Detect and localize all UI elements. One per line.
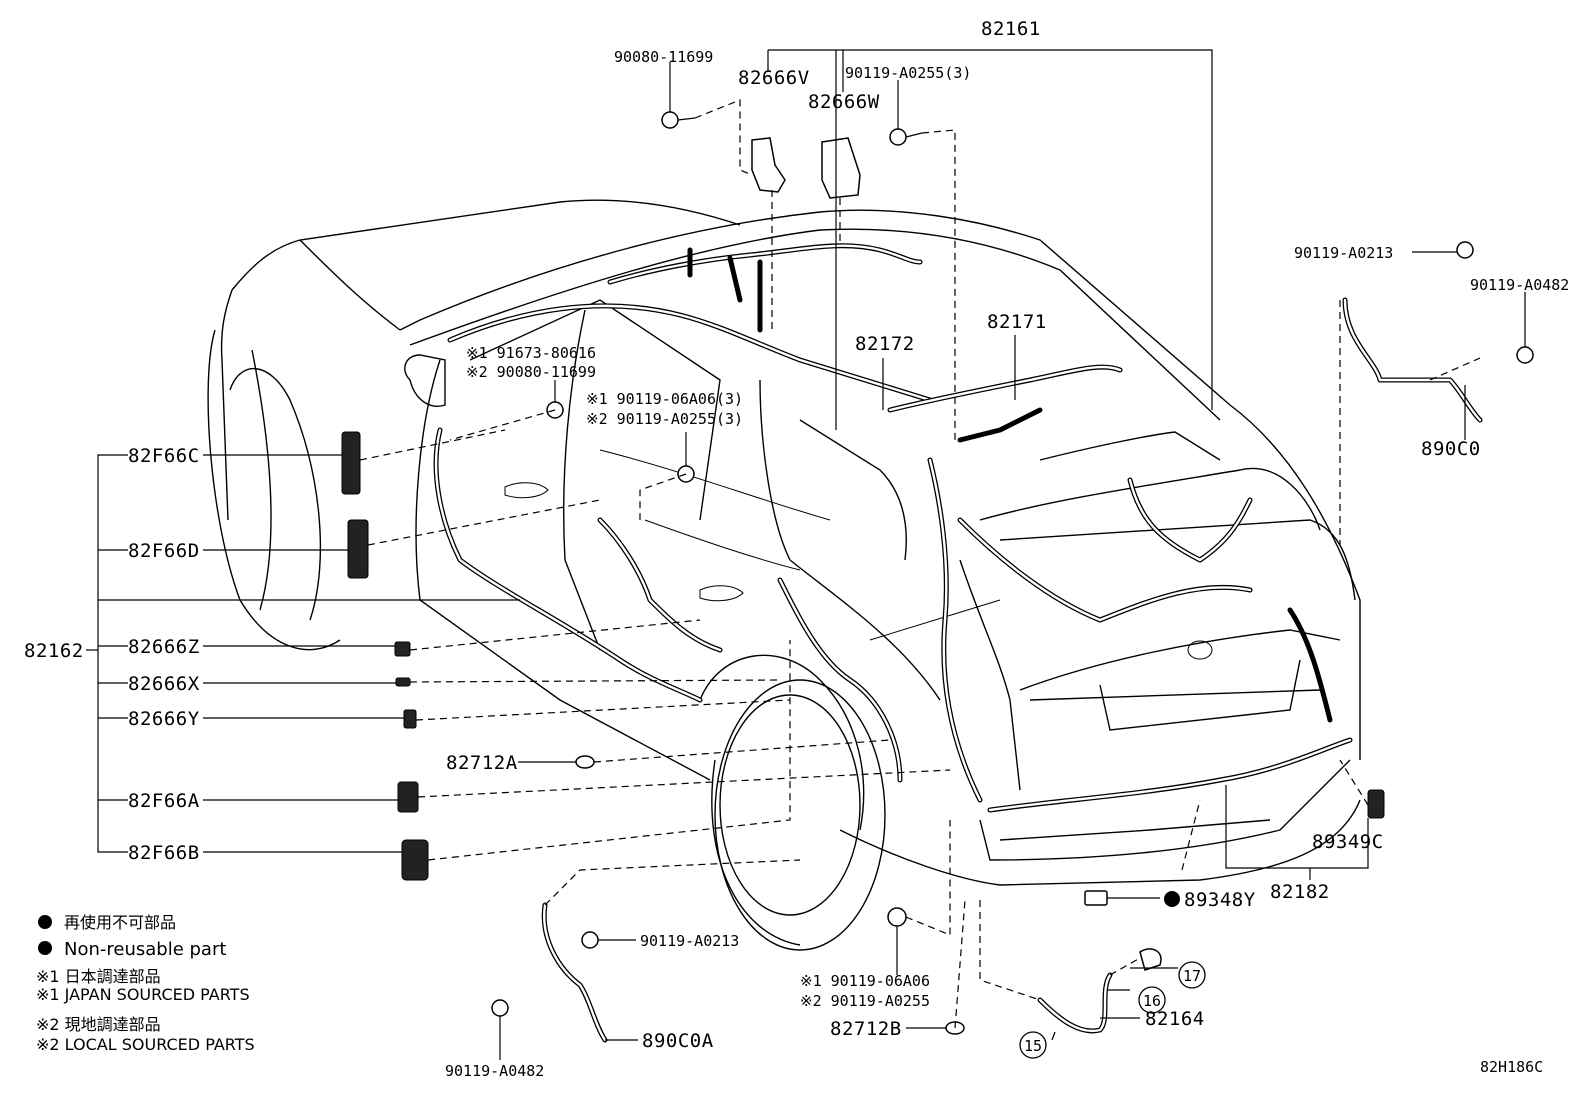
label-89349C: 89349C bbox=[1312, 831, 1384, 853]
legend-bullet-en bbox=[38, 941, 52, 955]
clip-82666X bbox=[395, 677, 411, 687]
legend-jp-japan-sourced: ※1 日本調達部品 bbox=[36, 967, 161, 986]
label-90119-A0482-bot: 90119-A0482 bbox=[445, 1062, 544, 1080]
non-reusable-marker bbox=[1164, 891, 1180, 907]
label-note1-91673-80616: ※1 91673-80616 bbox=[466, 344, 596, 362]
legend-bullet-jp bbox=[38, 915, 52, 929]
callout-circle-16 bbox=[1138, 986, 1166, 1014]
label-82F66D: 82F66D bbox=[128, 540, 200, 562]
label-note2-90119-A0255-3: ※2 90119-A0255(3) bbox=[586, 410, 743, 428]
label-82F66C: 82F66C bbox=[128, 445, 200, 467]
label-82666X: 82666X bbox=[128, 673, 200, 695]
component-parts bbox=[341, 111, 1534, 1043]
label-90119-A0482-top: 90119-A0482 bbox=[1470, 276, 1569, 294]
bolt-90119-A0255-top bbox=[889, 128, 923, 146]
roof-harness-82171 bbox=[887, 364, 1123, 443]
callout-circle-15 bbox=[1019, 1031, 1047, 1059]
bumper-harness-82182 bbox=[987, 737, 1353, 813]
label-90119-A0213-top: 90119-A0213 bbox=[1294, 244, 1393, 262]
label-82666Y: 82666Y bbox=[128, 708, 200, 730]
label-note1-90119-06A06: ※1 90119-06A06 bbox=[800, 972, 930, 990]
label-82F66B: 82F66B bbox=[128, 842, 200, 864]
label-890C0: 890C0 bbox=[1421, 438, 1481, 460]
label-90080-11699-top: 90080-11699 bbox=[614, 48, 713, 66]
label-82666W: 82666W bbox=[808, 91, 880, 113]
clip-82666Y bbox=[403, 709, 417, 729]
label-82712A: 82712A bbox=[446, 752, 518, 774]
label-89348Y: 89348Y bbox=[1184, 889, 1256, 911]
label-90119-A0255-3-top: 90119-A0255(3) bbox=[845, 64, 971, 82]
dashed-leader-lines bbox=[359, 99, 1481, 1029]
legend: 再使用不可部品 Non-reusable part ※1 日本調達部品 ※1 J… bbox=[36, 913, 255, 1054]
label-note2-90119-A0255: ※2 90119-A0255 bbox=[800, 992, 930, 1010]
callout-circle-17 bbox=[1178, 961, 1206, 989]
roof-harness-82161 bbox=[447, 243, 933, 403]
rear-harness-82172 bbox=[927, 457, 1333, 803]
part-89349C bbox=[1367, 789, 1385, 819]
clip-82666Z bbox=[394, 641, 411, 657]
label-82164: 82164 bbox=[1145, 1008, 1205, 1030]
label-82712B: 82712B bbox=[830, 1018, 902, 1040]
legend-en-local-sourced: ※2 LOCAL SOURCED PARTS bbox=[36, 1035, 255, 1054]
label-82182: 82182 bbox=[1270, 881, 1330, 903]
grommet-82712A bbox=[575, 755, 595, 769]
legend-en-nonreusable: Non-reusable part bbox=[64, 939, 226, 960]
clip-82F66C bbox=[341, 431, 361, 495]
label-890C0A: 890C0A bbox=[642, 1030, 714, 1052]
legend-jp-local-sourced: ※2 現地調達部品 bbox=[36, 1015, 161, 1034]
label-82666Z: 82666Z bbox=[128, 636, 200, 658]
clip-82F66A bbox=[397, 781, 419, 813]
label-note1-90119-06A06-3: ※1 90119-06A06(3) bbox=[586, 390, 743, 408]
bracket-82666V bbox=[751, 137, 786, 193]
clip-82F66D bbox=[347, 519, 369, 579]
bracket-82666W bbox=[821, 137, 861, 199]
part-labels: 82161 90080-11699 82666V 90119-A0255(3) … bbox=[24, 18, 1569, 1080]
part-89348Y bbox=[1084, 890, 1108, 906]
label-callout-16: 16 bbox=[1143, 992, 1161, 1010]
label-82172: 82172 bbox=[855, 333, 915, 355]
label-90119-A0213-bot: 90119-A0213 bbox=[640, 932, 739, 950]
solid-leader-lines bbox=[86, 49, 1526, 1060]
label-callout-15: 15 bbox=[1024, 1037, 1042, 1055]
subharness-82164 bbox=[1037, 972, 1113, 1034]
label-82161: 82161 bbox=[981, 18, 1041, 40]
vehicle-body-outline bbox=[207, 199, 1361, 951]
legend-en-japan-sourced: ※1 JAPAN SOURCED PARTS bbox=[36, 985, 250, 1004]
bolt-90080-11699-top bbox=[661, 111, 696, 129]
label-note2-90080-11699: ※2 90080-11699 bbox=[466, 363, 596, 381]
legend-jp-nonreusable: 再使用不可部品 bbox=[64, 913, 176, 932]
diagram-id: 82H186C bbox=[1480, 1058, 1543, 1076]
label-callout-17: 17 bbox=[1183, 967, 1201, 985]
label-82162: 82162 bbox=[24, 640, 84, 662]
label-82F66A: 82F66A bbox=[128, 790, 200, 812]
label-82171: 82171 bbox=[987, 311, 1047, 333]
bolt-90119-06A06-bot bbox=[887, 907, 907, 927]
sensor-890C0 bbox=[1342, 297, 1483, 423]
clip-82F66B bbox=[401, 839, 429, 881]
label-82666V: 82666V bbox=[738, 67, 810, 89]
floor-harness-82162 bbox=[433, 427, 903, 783]
